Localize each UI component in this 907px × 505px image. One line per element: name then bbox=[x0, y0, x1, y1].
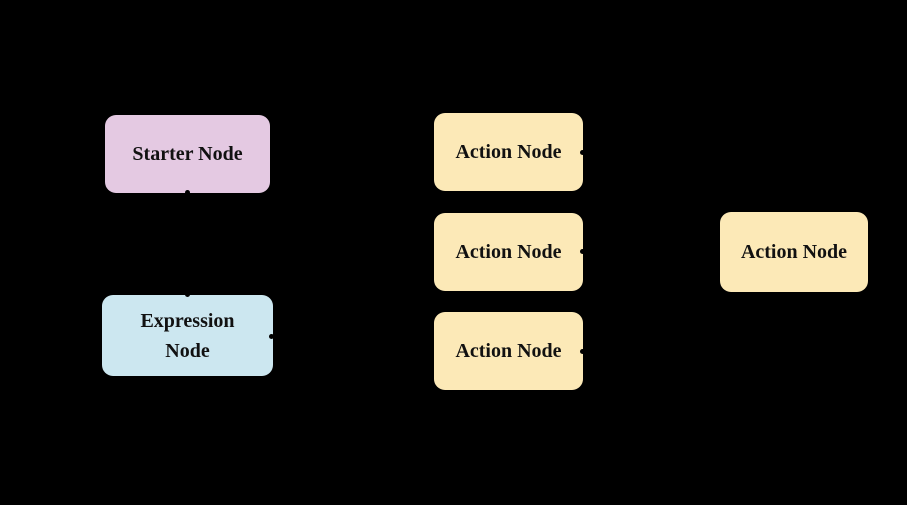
action-node-3: Action Node bbox=[434, 312, 583, 390]
action-node-3-label: Action Node bbox=[455, 340, 562, 362]
arrowhead-tip-icon bbox=[580, 349, 585, 354]
arrowhead-tip-icon bbox=[269, 334, 274, 339]
action-node-right-label: Action Node bbox=[740, 241, 848, 263]
arrowhead-tip-icon bbox=[580, 249, 585, 254]
starter-node: Starter Node bbox=[105, 115, 270, 193]
arrowhead-tip-icon bbox=[580, 150, 585, 155]
action-node-2-label: Action Node bbox=[455, 241, 562, 263]
starter-node-label: Starter Node bbox=[132, 143, 243, 165]
action-node-1: Action Node bbox=[434, 113, 583, 191]
expression-node-label: Expression Node bbox=[140, 309, 235, 362]
action-node-2: Action Node bbox=[434, 213, 583, 291]
action-node-1-label: Action Node bbox=[455, 141, 562, 163]
arrowhead-tip-icon bbox=[185, 292, 190, 297]
expression-node: Expression Node bbox=[102, 295, 273, 376]
action-node-right: Action Node bbox=[720, 212, 868, 292]
arrowhead-tip-icon bbox=[185, 190, 190, 195]
